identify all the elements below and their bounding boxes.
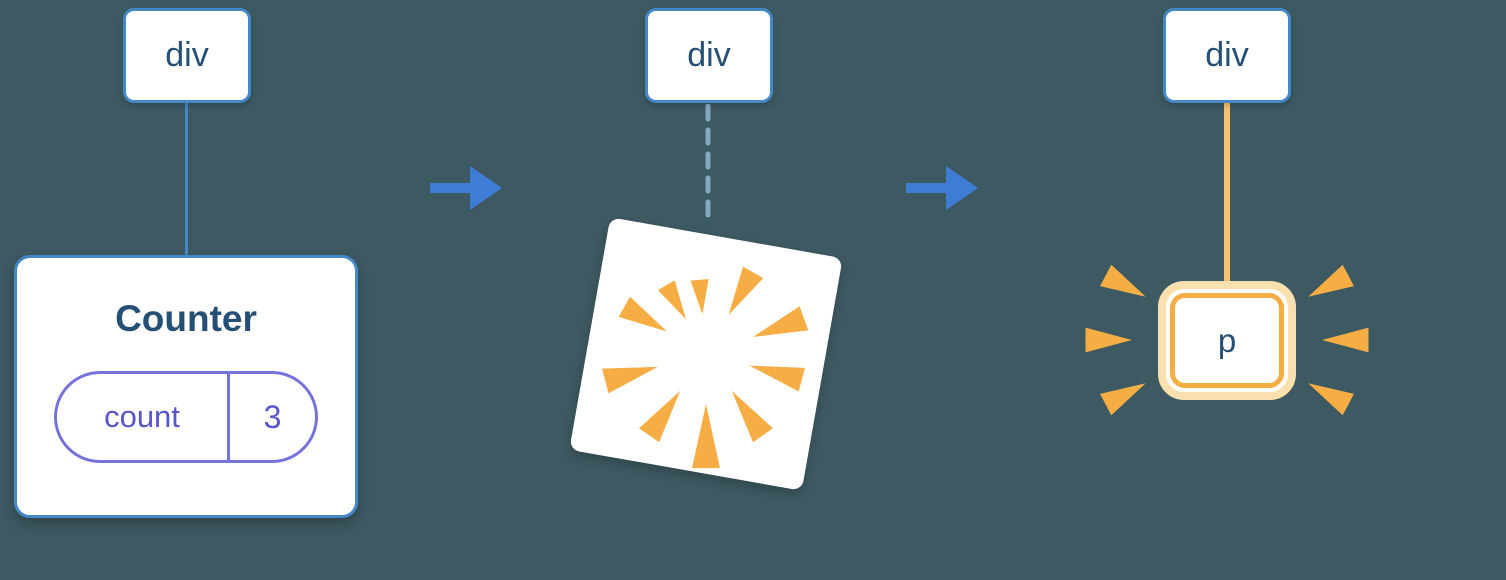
- right-arrow-icon: [906, 166, 978, 210]
- state-value: 3: [263, 398, 282, 435]
- tree-node-div-after: div: [1163, 8, 1291, 103]
- node-label: p: [1217, 321, 1237, 359]
- counter-component-card: Counter count 3: [14, 255, 358, 518]
- tree-node-div-before: div: [123, 8, 251, 103]
- tree-edge-after: [1224, 101, 1230, 291]
- state-key: count: [57, 374, 230, 460]
- node-label: div: [687, 36, 731, 74]
- p-element-node: p: [1158, 281, 1296, 400]
- poof-explosion-icon: [602, 266, 809, 469]
- component-title: Counter: [115, 298, 257, 339]
- node-label: div: [1205, 36, 1249, 74]
- state-pill: count 3: [54, 371, 318, 463]
- p-element-inner: p: [1170, 293, 1284, 388]
- right-arrow-icon: [430, 166, 502, 210]
- tree-edge-dashed: [705, 104, 711, 228]
- sparkle-burst-icon: [1085, 264, 1369, 416]
- tree-node-div-during: div: [645, 8, 773, 103]
- tree-edge-before: [185, 101, 188, 257]
- node-label: div: [165, 36, 209, 74]
